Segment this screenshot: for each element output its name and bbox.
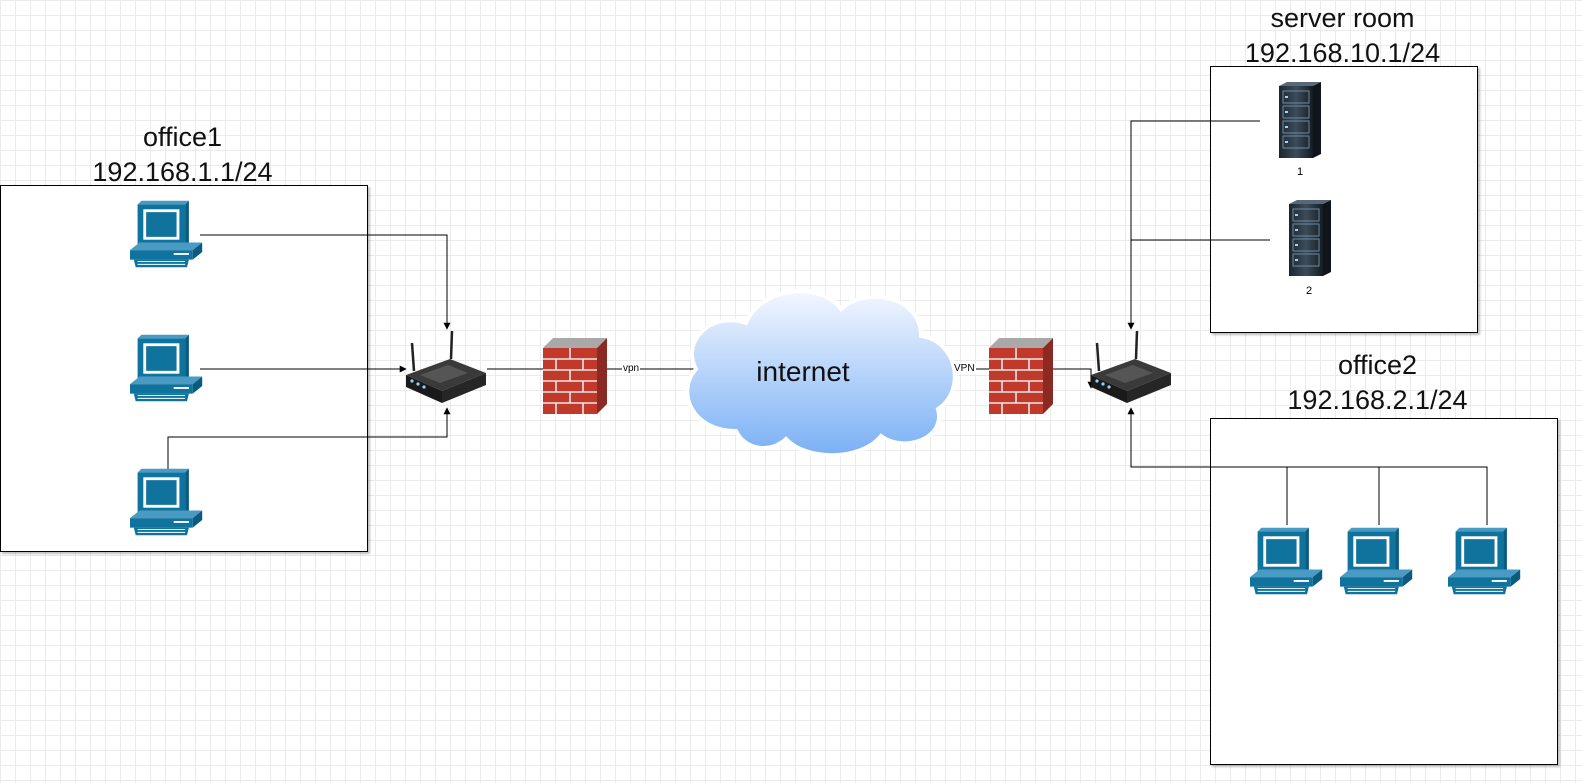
cloud-label: internet [756, 356, 850, 387]
server-room-label: server room 192.168.10.1/24 [1215, 1, 1470, 71]
office2-name: office2 [1337, 350, 1418, 380]
vpn-link-label: vpn [622, 363, 641, 374]
server-rack-icon[interactable] [1270, 82, 1326, 162]
wire-office1-pc3 [167, 407, 451, 470]
server-room-name: server room [1270, 3, 1415, 33]
office1-label: office1 192.168.1.1/24 [60, 120, 305, 190]
router-icon[interactable] [406, 329, 486, 409]
office1-subnet: 192.168.1.1/24 [92, 157, 273, 187]
computer-icon[interactable] [130, 468, 206, 536]
cloud-icon[interactable] [676, 281, 960, 461]
vpn-link-label: VPN [953, 363, 976, 374]
wire-office1-pc1 [200, 234, 451, 330]
office1-name: office1 [142, 122, 223, 152]
computer-icon[interactable] [1340, 527, 1416, 595]
computer-icon[interactable] [1448, 527, 1524, 595]
wire-server1 [1127, 120, 1260, 330]
computer-icon[interactable] [130, 334, 206, 402]
wire-office2-pcs [1131, 408, 1488, 525]
server-label: 2 [1305, 285, 1313, 297]
firewall-icon[interactable] [989, 338, 1053, 416]
server-label: 1 [1296, 166, 1304, 178]
office2-subnet: 192.168.2.1/24 [1287, 385, 1468, 415]
firewall-icon[interactable] [543, 338, 607, 416]
office2-label: office2 192.168.2.1/24 [1255, 348, 1500, 418]
computer-icon[interactable] [130, 200, 206, 268]
server-room-zone[interactable] [1210, 66, 1478, 333]
router-icon[interactable] [1091, 329, 1171, 409]
computer-icon[interactable] [1250, 527, 1326, 595]
server-room-subnet: 192.168.10.1/24 [1244, 38, 1441, 68]
server-rack-icon[interactable] [1280, 200, 1336, 280]
